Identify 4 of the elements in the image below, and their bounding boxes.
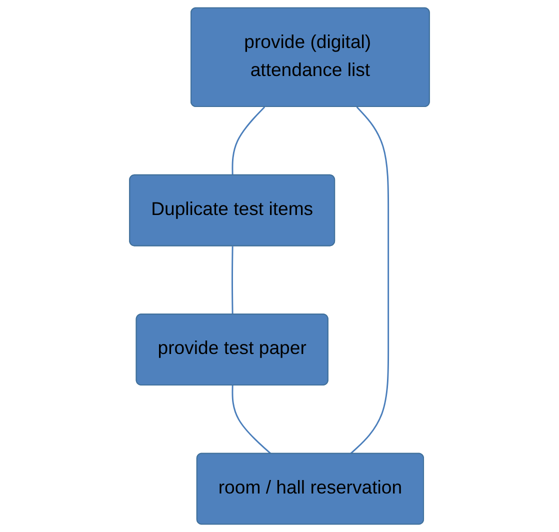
connector [350,106,390,454]
connector [232,385,272,454]
connector [232,106,266,176]
connector [232,246,234,315]
